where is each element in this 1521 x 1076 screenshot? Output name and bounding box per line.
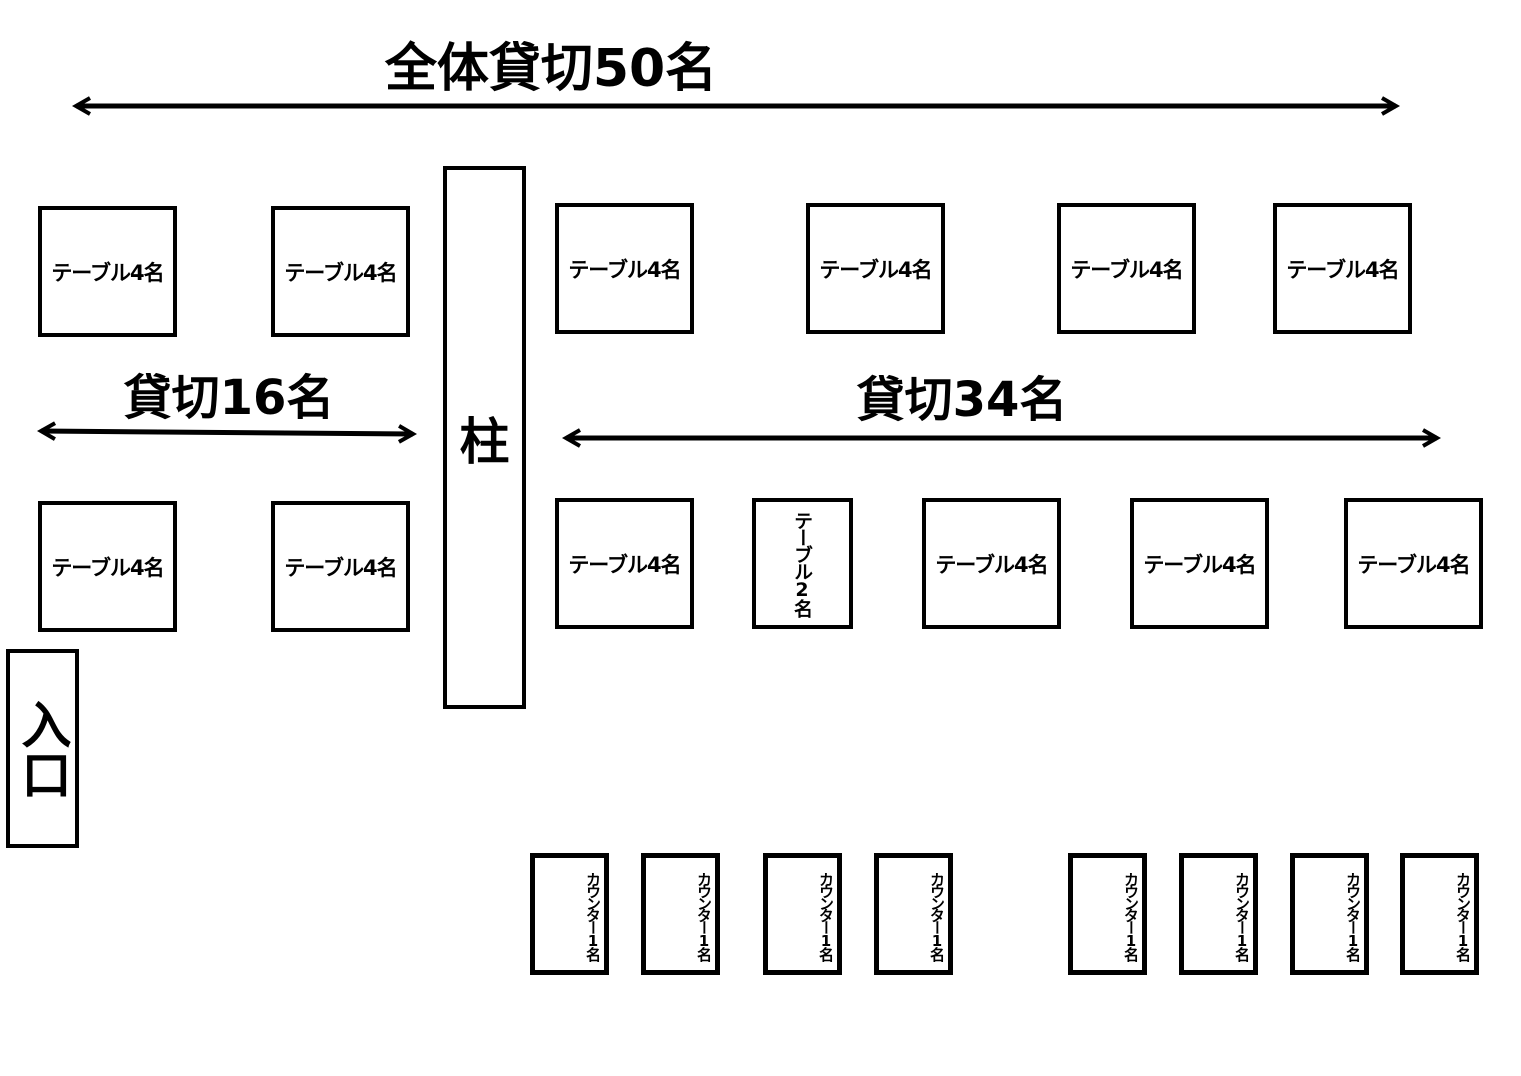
table-label: テーブル4名: [1286, 257, 1399, 282]
counter-seat: カウンター1名: [1179, 853, 1258, 975]
table: テーブル4名: [1130, 498, 1269, 629]
table-label: テーブル4名: [935, 552, 1048, 577]
table-label: テーブル4名: [1357, 552, 1470, 577]
table-label: テーブル4名: [51, 555, 164, 580]
table: テーブル4名: [1057, 203, 1196, 334]
table-label: テーブル2名: [791, 511, 813, 616]
entrance-label: 入口: [13, 698, 72, 799]
counter-seat: カウンター1名: [1068, 853, 1147, 975]
counter-label: カウンター1名: [695, 871, 713, 959]
table: テーブル4名: [922, 498, 1061, 629]
pillar: 柱: [443, 166, 526, 709]
left-span-arrow: [36, 421, 418, 444]
table-label: テーブル4名: [819, 257, 932, 282]
pillar-label: 柱: [459, 412, 510, 471]
counter-seat: カウンター1名: [1290, 853, 1369, 975]
table: テーブル4名: [38, 501, 177, 632]
table: テーブル4名: [555, 498, 694, 629]
counter-label: カウンター1名: [1233, 871, 1251, 959]
counter-label: カウンター1名: [1454, 871, 1472, 959]
table-label: テーブル4名: [284, 260, 397, 285]
counter-seat: カウンター1名: [874, 853, 953, 975]
counter-label: カウンター1名: [1344, 871, 1362, 959]
table-label: テーブル4名: [284, 555, 397, 580]
counter-seat: カウンター1名: [1400, 853, 1479, 975]
table-label: テーブル4名: [1070, 257, 1183, 282]
total-title: 全体貸切50名: [384, 39, 718, 99]
table-label: テーブル4名: [568, 257, 681, 282]
table: テーブル4名: [1273, 203, 1412, 334]
table-label: テーブル4名: [51, 260, 164, 285]
counter-seat: カウンター1名: [763, 853, 842, 975]
table: テーブル4名: [38, 206, 177, 337]
counter-label: カウンター1名: [1122, 871, 1140, 959]
table-label: テーブル4名: [1143, 552, 1256, 577]
counter-seat: カウンター1名: [641, 853, 720, 975]
left-section-title: 貸切16名: [123, 370, 335, 426]
table-label: テーブル4名: [568, 552, 681, 577]
table: テーブル4名: [555, 203, 694, 334]
table: テーブル4名: [1344, 498, 1483, 629]
right-section-title: 貸切34名: [856, 372, 1068, 428]
table: テーブル4名: [271, 501, 410, 632]
table: テーブル2名: [752, 498, 853, 629]
entrance: 入口: [6, 649, 79, 848]
counter-label: カウンター1名: [817, 871, 835, 959]
counter-label: カウンター1名: [584, 871, 602, 959]
counter-label: カウンター1名: [928, 871, 946, 959]
table: テーブル4名: [806, 203, 945, 334]
counter-seat: カウンター1名: [530, 853, 609, 975]
table: テーブル4名: [271, 206, 410, 337]
